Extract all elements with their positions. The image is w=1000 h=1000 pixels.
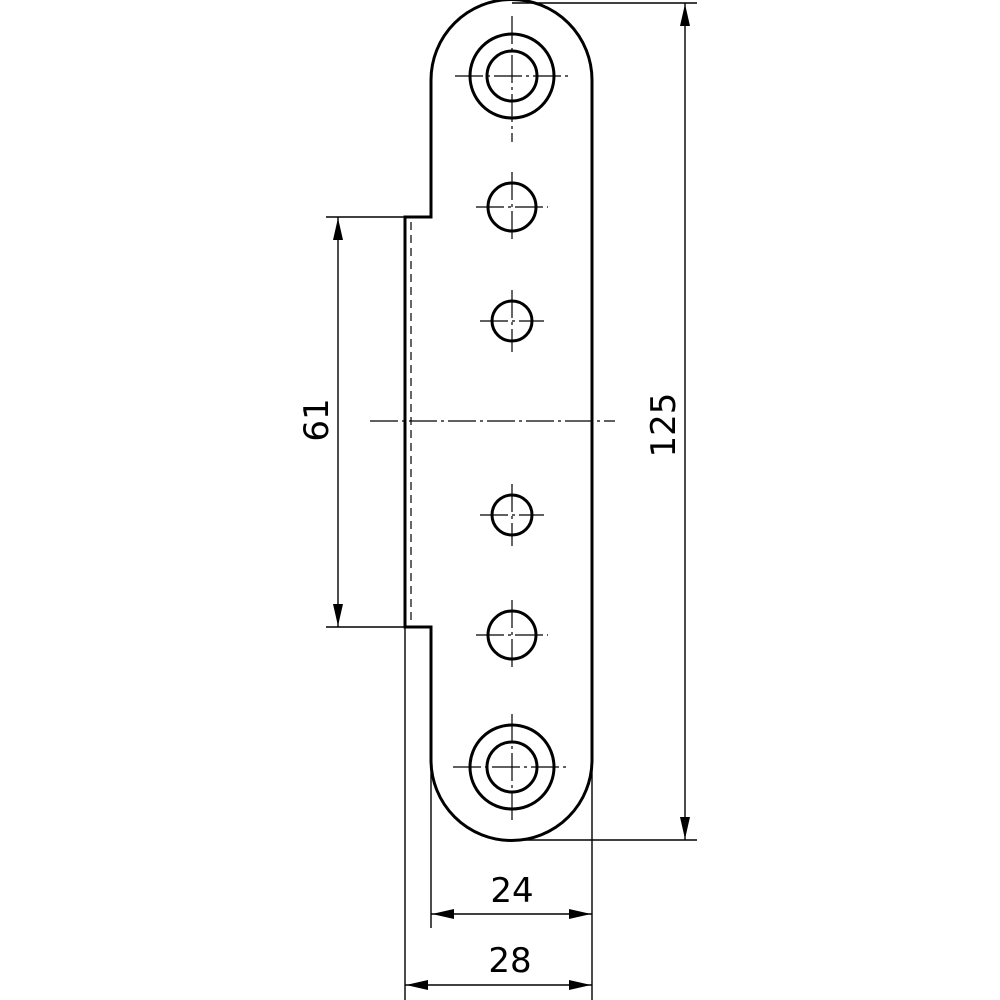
dimension-125: 125 [512,2,697,841]
dimension-24-label: 24 [490,871,533,911]
plate-outline [403,0,594,842]
dimension-24: 24 [430,760,593,1000]
hole-2 [480,290,544,352]
hole-countersunk-bottom [453,714,567,822]
hole-countersunk-top [455,16,569,142]
dimension-61-label: 61 [297,398,337,441]
dimension-28-label: 28 [488,941,531,981]
hole-4 [476,600,548,670]
hole-1 [476,172,548,242]
hole-3 [480,484,544,546]
dimension-125-label: 125 [644,393,684,458]
dimension-61: 61 [297,216,405,628]
dimension-28: 28 [404,627,592,1000]
